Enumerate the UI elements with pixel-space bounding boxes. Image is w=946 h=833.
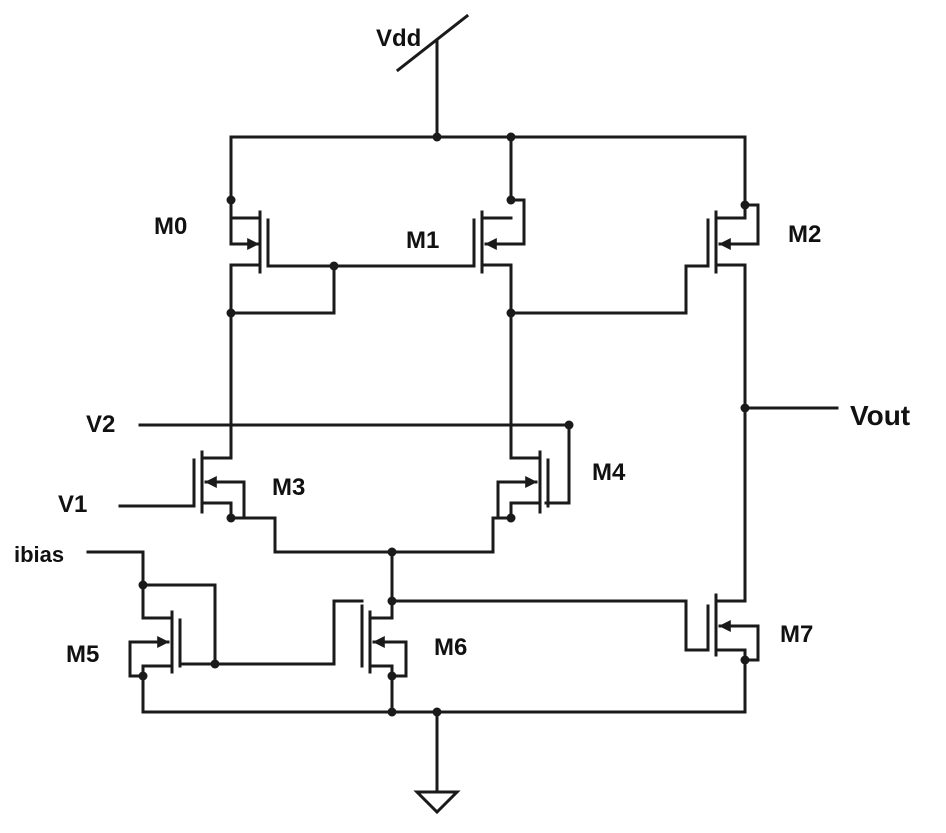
m3-label: M3 bbox=[272, 474, 305, 501]
junction-dots bbox=[138, 132, 750, 717]
m0-label: M0 bbox=[154, 213, 187, 240]
transistor-m4 bbox=[491, 450, 550, 554]
vdd-supply-symbol bbox=[395, 13, 470, 139]
transistor-m6 bbox=[360, 599, 408, 714]
transistor-m0 bbox=[229, 198, 475, 315]
v2-label: V2 bbox=[86, 411, 115, 438]
m1-label: M1 bbox=[406, 227, 439, 254]
transistor-m1 bbox=[472, 135, 526, 315]
transistor-m2 bbox=[509, 198, 760, 410]
ibias-wire bbox=[86, 550, 145, 587]
m7-label: M7 bbox=[780, 621, 813, 648]
vdd-rail bbox=[229, 135, 747, 202]
ibias-label: ibias bbox=[14, 542, 64, 567]
bias-gate-line bbox=[178, 599, 364, 666]
transistor-m5 bbox=[128, 583, 217, 714]
ground-symbol bbox=[413, 710, 461, 815]
m5-label: M5 bbox=[66, 641, 99, 668]
m0-diode-link bbox=[229, 264, 336, 315]
vdd-label: Vdd bbox=[376, 25, 421, 52]
m2-label: M2 bbox=[788, 221, 821, 248]
vout-label: Vout bbox=[850, 400, 910, 431]
transistor-m7 bbox=[706, 406, 760, 714]
m4-label: M4 bbox=[592, 459, 626, 486]
transistor-m3 bbox=[118, 450, 277, 554]
m6-label: M6 bbox=[434, 634, 467, 661]
v1-label: V1 bbox=[58, 491, 87, 518]
v2-wire bbox=[138, 423, 571, 505]
